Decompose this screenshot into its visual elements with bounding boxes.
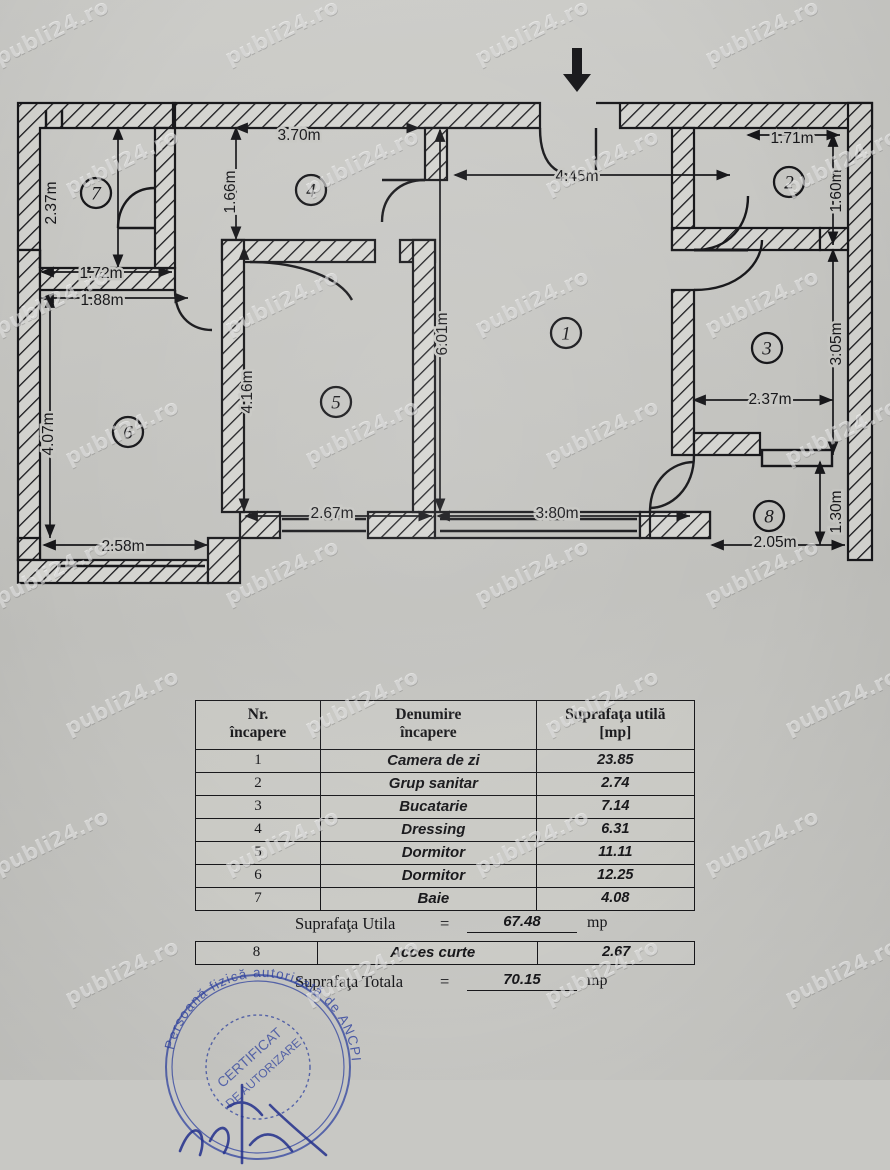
header-den-line1: Denumire — [395, 706, 462, 723]
header-nr: Nr. încapere — [194, 700, 322, 750]
row-nr: 4 — [194, 817, 322, 842]
suprafata-utila-value: 67.48 — [467, 913, 577, 933]
row-nr: 1 — [194, 748, 322, 773]
row-nr: 6 — [194, 863, 322, 888]
svg-text:4: 4 — [306, 181, 316, 202]
row-name: Bucatarie — [320, 794, 537, 819]
dimension-label-2-37m: 2.37m — [748, 391, 791, 408]
dimension-label-4-45m: 4.45m — [555, 168, 598, 185]
dimension-label-4-07m: 4.07m — [40, 412, 57, 455]
header-sup-line1: Suprafaţa utilă — [565, 706, 666, 723]
dimension-label-1-30m: 1.30m — [828, 490, 845, 533]
acces-curte-row: 8 Acces curte 2.67 — [194, 940, 695, 965]
room-number-7: 7 — [79, 176, 113, 210]
row-name: Dormitor — [320, 840, 537, 865]
suprafata-totala-unit: mp — [587, 971, 608, 989]
row-area: 7.14 — [535, 794, 696, 819]
room-number-8: 8 — [752, 499, 786, 533]
row-name: Baie — [320, 886, 537, 911]
row-nr: 5 — [194, 840, 322, 865]
row-area: 11.11 — [535, 840, 696, 865]
suprafata-totala-row: Suprafaţa Totala = 70.15 mp — [195, 969, 695, 999]
dimension-label-2-37m: 2.37m — [43, 181, 60, 224]
room-number-2: 2 — [772, 165, 806, 199]
dimension-text-group: 3.70m 1.66m 2.37m 1.72m 1.88m 4.45m 1.71m 1.60m… — [38, 125, 848, 558]
dimension-label-6-01m: 6.01m — [434, 312, 451, 355]
row-name: Dormitor — [320, 863, 537, 888]
svg-text:2: 2 — [784, 173, 794, 194]
dimension-label-2-67m: 2.67m — [310, 505, 353, 522]
svg-text:6: 6 — [123, 423, 133, 444]
row-name: Grup sanitar — [320, 771, 537, 796]
dimension-label-3-70m: 3.70m — [277, 127, 320, 144]
room-number-5: 5 — [319, 385, 353, 419]
table-header-row: Nr. încapere Denumire încapere Suprafaţa… — [194, 700, 696, 750]
row-nr: 2 — [194, 771, 322, 796]
svg-text:5: 5 — [331, 393, 341, 414]
dimension-label-3-80m: 3.80m — [535, 505, 578, 522]
dimension-label-4-16m: 4.16m — [239, 370, 256, 413]
header-suprafata: Suprafaţa utilă [mp] — [535, 700, 696, 750]
svg-text:7: 7 — [91, 184, 102, 205]
suprafata-totala-equals: = — [440, 971, 450, 991]
row-area: 6.31 — [535, 817, 696, 842]
svg-text:1: 1 — [561, 324, 571, 345]
row-area: 23.85 — [535, 748, 696, 773]
row-area: 12.25 — [535, 863, 696, 888]
row-area: 4.08 — [535, 886, 696, 911]
acces-curte-table: 8 Acces curte 2.67 — [194, 940, 695, 965]
svg-text:3: 3 — [761, 339, 772, 360]
header-nr-line1: Nr. — [247, 706, 269, 723]
suprafata-utila-label: Suprafaţa Utila — [295, 913, 396, 933]
row-area: 2.74 — [535, 771, 696, 796]
acces-curte-area: 2.67 — [537, 940, 695, 965]
dimension-label-2-58m: 2.58m — [101, 538, 144, 555]
dimension-label-1-72m: 1.72m — [79, 265, 122, 282]
room-number-6: 6 — [111, 415, 145, 449]
dimension-label-3-05m: 3.05m — [828, 322, 845, 365]
dimension-label-2-05m: 2.05m — [753, 534, 796, 551]
suprafata-totala-label: Suprafaţa Totala — [295, 971, 404, 991]
svg-text:8: 8 — [764, 507, 774, 528]
row-nr: 3 — [194, 794, 322, 819]
dimension-label-1-60m: 1.60m — [828, 169, 845, 212]
header-den-line2: încapere — [400, 724, 457, 742]
room-number-4: 4 — [294, 173, 328, 207]
room-schedule-section: Nr. încapere Denumire încapere Suprafaţa… — [0, 700, 890, 999]
room-number-1: 1 — [549, 316, 583, 350]
dimension-label-1-71m: 1.71m — [770, 130, 813, 147]
row-name: Dressing — [320, 817, 537, 842]
row-name: Camera de zi — [320, 748, 537, 773]
suprafata-utila-equals: = — [440, 913, 450, 933]
dimension-lines — [40, 122, 845, 551]
suprafata-utila-unit: mp — [587, 913, 608, 931]
dimension-label-1-66m: 1.66m — [222, 170, 239, 213]
row-nr: 7 — [194, 886, 322, 911]
acces-curte-nr: 8 — [194, 940, 319, 965]
header-denumire: Denumire încapere — [320, 700, 537, 750]
room-number-group: 1 2 3 4 5 6 7 8 — [79, 165, 806, 533]
room-schedule-table: Nr. încapere Denumire încapere Suprafaţa… — [194, 700, 696, 911]
signature-mark — [178, 1083, 328, 1165]
header-sup-line2: [mp] — [599, 724, 632, 742]
suprafata-totala-value: 70.15 — [467, 971, 577, 991]
dimension-label-1-88m: 1.88m — [80, 292, 123, 309]
entrance-arrow-icon — [563, 48, 591, 92]
header-nr-line2: încapere — [229, 724, 287, 742]
acces-curte-name: Acces curte — [317, 940, 539, 965]
room-number-3: 3 — [750, 331, 784, 365]
suprafata-utila-row: Suprafaţa Utila = 67.48 mp — [195, 911, 695, 941]
